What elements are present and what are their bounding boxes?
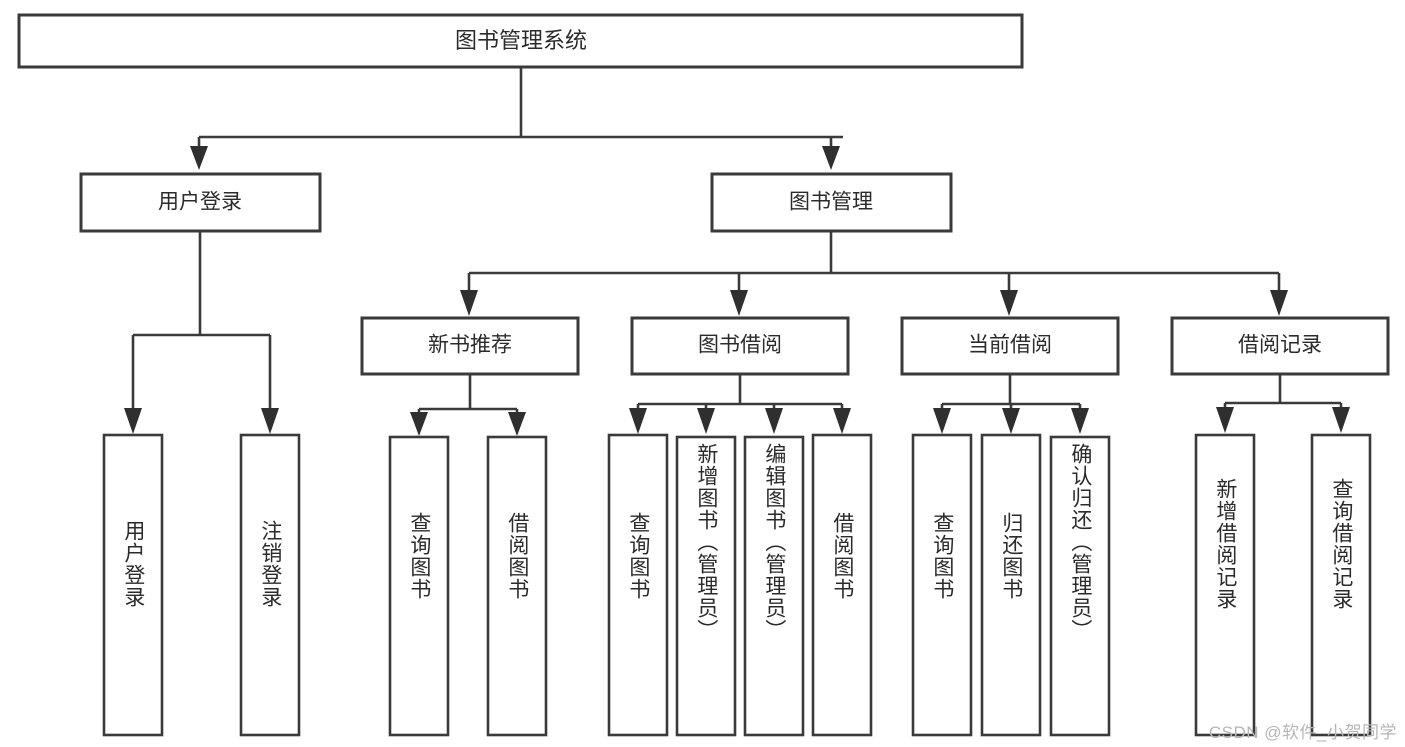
leaf-logout-rect [239, 433, 301, 737]
leaf-node-add-book-admin[interactable] [675, 435, 737, 737]
node-user-login[interactable]: 用户登录 [79, 172, 322, 233]
borrow-records-box-label: 借阅记录 [1238, 334, 1322, 357]
leaf-add-borrow-record-rect [1194, 433, 1256, 737]
leaf-node-edit-book-admin[interactable] [743, 435, 805, 737]
leaf-node-query-book-current[interactable] [911, 433, 973, 737]
node-current-borrow[interactable]: 当前借阅 [900, 316, 1120, 376]
book-borrow-box-label: 图书借阅 [698, 334, 782, 357]
root-box-rect [17, 13, 1024, 69]
node-new-book-recommend[interactable]: 新书推荐 [360, 316, 580, 376]
leaf-query-book-rec-rect [388, 435, 450, 737]
leaf-node-query-book-borrow[interactable] [607, 433, 669, 737]
leaf-edit-book-admin-rect [743, 435, 805, 737]
leaf-node-confirm-return-admin[interactable] [1049, 435, 1111, 737]
new-book-recommend-box-rect [360, 316, 580, 376]
leaf-node-return-book[interactable] [980, 433, 1042, 737]
leaf-node-user-login[interactable] [102, 433, 164, 737]
node-book-borrow[interactable]: 图书借阅 [630, 316, 850, 376]
connector-book-borrow-to-leaves [629, 374, 851, 434]
leaf-borrow-book-rect [811, 433, 873, 737]
leaf-return-book-rect [980, 433, 1042, 737]
leaf-add-book-admin-rect [675, 435, 737, 737]
connector-root-to-level2 [190, 67, 843, 170]
watermark-text: CSDN @软件_小贺同学 [1208, 723, 1397, 742]
current-borrow-box-rect [900, 316, 1120, 376]
leaf-node-logout[interactable] [239, 433, 301, 737]
leaf-user-login-rect [102, 433, 164, 737]
user-login-box-label: 用户登录 [158, 191, 242, 214]
connector-borrow-records-to-leaves [1216, 374, 1350, 433]
leaf-query-book-borrow-rect [607, 433, 669, 737]
connector-current-borrow-to-leaves [933, 374, 1089, 434]
leaf-confirm-return-admin-rect [1049, 435, 1111, 737]
new-book-recommend-box-label: 新书推荐 [428, 334, 512, 357]
node-borrow-records[interactable]: 借阅记录 [1170, 316, 1390, 376]
connector-book-management-to-level3 [460, 231, 1288, 316]
connector-new-book-to-leaves [410, 374, 526, 436]
user-login-box-rect [79, 172, 322, 233]
connector-user-login-to-leaves [124, 231, 279, 434]
book-management-box-label: 图书管理 [789, 191, 873, 214]
leaf-node-borrow-book-rec[interactable] [486, 435, 548, 737]
leaf-query-book-current-rect [911, 433, 973, 737]
leaf-node-query-borrow-record[interactable] [1310, 433, 1372, 737]
leaf-borrow-book-rec-rect [486, 435, 548, 737]
current-borrow-box-label: 当前借阅 [968, 334, 1052, 357]
leaf-node-query-book-rec[interactable] [388, 435, 450, 737]
node-root[interactable]: 图书管理系统 [17, 13, 1024, 69]
leaf-node-add-borrow-record[interactable] [1194, 433, 1256, 737]
root-box-label: 图书管理系统 [455, 28, 587, 53]
leaf-node-borrow-book[interactable] [811, 433, 873, 737]
leaf-query-borrow-record-rect [1310, 433, 1372, 737]
node-book-management[interactable]: 图书管理 [710, 172, 953, 233]
